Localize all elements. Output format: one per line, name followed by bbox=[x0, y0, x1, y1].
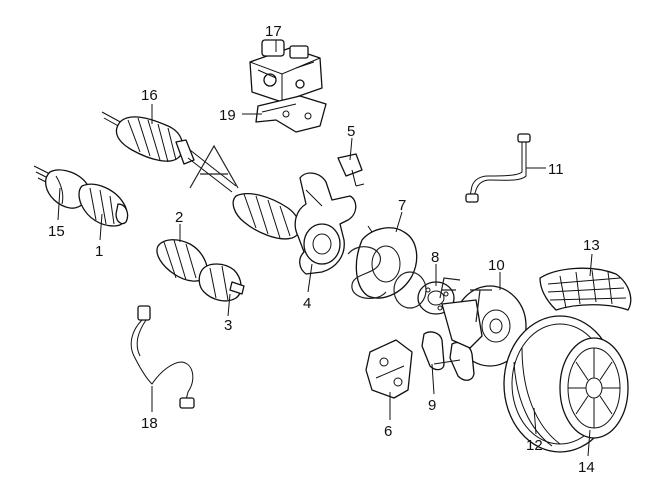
callout-5: 5 bbox=[347, 123, 355, 140]
part-11-brake-hose bbox=[465, 133, 531, 203]
part-7-splash-shield bbox=[355, 225, 418, 299]
part-6-caliper-bracket bbox=[365, 339, 413, 399]
callout-3: 3 bbox=[224, 317, 232, 334]
callout-4: 4 bbox=[303, 295, 311, 312]
part-5-sensor bbox=[337, 153, 365, 187]
callout-6: 6 bbox=[384, 423, 392, 440]
leader-lines bbox=[57, 40, 593, 457]
callout-11: 11 bbox=[548, 161, 564, 178]
middle-cv-joint bbox=[232, 193, 301, 240]
part-19-bracket bbox=[255, 95, 327, 133]
callout-8: 8 bbox=[431, 249, 439, 266]
callout-12: 12 bbox=[526, 437, 543, 454]
part-13-tread-section bbox=[539, 267, 632, 311]
part-4-knuckle bbox=[294, 172, 357, 275]
callout-1: 1 bbox=[95, 243, 103, 260]
part-9-brake-pads bbox=[421, 299, 483, 381]
part-14-wheel-cover bbox=[559, 337, 629, 439]
watermark bbox=[189, 144, 492, 323]
callout-labels: 1 2 3 4 5 6 7 8 9 10 11 12 13 14 15 16 1… bbox=[48, 23, 600, 476]
callout-10: 10 bbox=[488, 257, 505, 274]
callout-15: 15 bbox=[48, 223, 65, 240]
part-18-sensor-wire bbox=[130, 305, 195, 409]
part-16-drive-shaft bbox=[101, 111, 237, 193]
part-3-inner-joint bbox=[198, 263, 245, 302]
callout-17: 17 bbox=[265, 23, 282, 40]
callout-14: 14 bbox=[578, 459, 595, 476]
part-1-boot bbox=[78, 183, 129, 227]
callout-19: 19 bbox=[219, 107, 236, 124]
callout-2: 2 bbox=[175, 209, 183, 226]
callout-13: 13 bbox=[583, 237, 600, 254]
callout-16: 16 bbox=[141, 87, 158, 104]
callout-18: 18 bbox=[141, 415, 158, 432]
callout-9: 9 bbox=[428, 397, 436, 414]
part-17-abs-unit bbox=[249, 39, 323, 103]
part-15-outer-joint bbox=[33, 165, 90, 209]
callout-7: 7 bbox=[398, 197, 406, 214]
